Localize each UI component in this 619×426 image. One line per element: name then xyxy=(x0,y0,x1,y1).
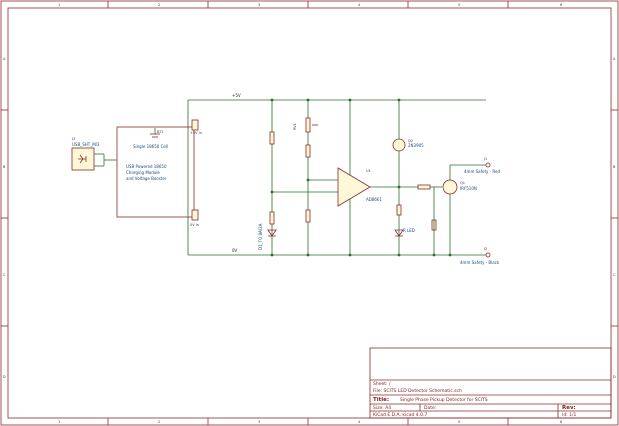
battery-bt1 xyxy=(150,128,160,138)
module-line-3: and Voltage Booster xyxy=(126,176,167,181)
col-label-6-bottom: 6 xyxy=(560,420,562,424)
j3-reference: J3 xyxy=(71,137,75,141)
q1-reference: Q1 xyxy=(460,181,465,185)
title-block-id: Id: 1/1 xyxy=(562,412,577,418)
title-block-rev: Rev: xyxy=(562,405,576,411)
title-block-kicad: KiCad E.D.A. kicad 4.0.7 xyxy=(373,412,427,418)
u1-value: AD8661 xyxy=(366,197,382,202)
module-pin-0v-label: 0V In xyxy=(190,223,199,227)
led-diode xyxy=(394,229,404,237)
frame-row-ticks xyxy=(1,109,618,327)
j1-value: 4mm Safety - Red xyxy=(464,169,500,174)
connector-j2 xyxy=(485,252,491,258)
module-pin-5v-label: +5V In xyxy=(190,131,202,135)
net-label-0v: 0V xyxy=(232,248,238,253)
row-label-a-left: A xyxy=(3,57,6,61)
col-label-3-top: 3 xyxy=(258,3,260,7)
connector-j1 xyxy=(485,162,491,168)
col-label-1-bottom: 1 xyxy=(58,420,60,424)
j3-value: USB_SHT_M/2 xyxy=(72,142,100,147)
col-label-1-top: 1 xyxy=(58,3,60,7)
diode-d1 xyxy=(267,229,277,237)
title-block-sheet: Sheet: / xyxy=(373,381,391,387)
row-label-d-right: D xyxy=(613,375,616,379)
module-line-2: Charging Module xyxy=(126,170,160,175)
title-block xyxy=(369,347,612,419)
title-block-size: Size: A4 xyxy=(373,405,391,411)
bt1-value: Single 18650 Cell xyxy=(133,144,168,149)
title-block-file: File: SCITS LED Detector Schematic.sch xyxy=(373,388,462,394)
resistor-r3 xyxy=(305,209,311,223)
opamp-u1 xyxy=(337,100,420,255)
resistor-r-left-lower xyxy=(269,211,275,225)
resistor-led xyxy=(396,204,402,216)
j1-reference: J1 xyxy=(483,157,487,161)
transistor-q2 xyxy=(392,100,406,255)
inner-frame xyxy=(7,7,612,419)
d1-value: D1_TO 8A/2A xyxy=(258,223,263,250)
col-label-2-top: 2 xyxy=(158,3,160,7)
row-label-c-right: C xyxy=(613,273,616,277)
resistor-gate xyxy=(417,184,431,190)
wire-junctions xyxy=(270,98,452,257)
led-value: R LED xyxy=(403,228,415,233)
rv1-reference: RV1 xyxy=(293,123,297,130)
frame-column-ticks xyxy=(107,1,509,425)
j2-reference: J2 xyxy=(483,247,487,251)
row-label-a-right: A xyxy=(613,57,616,61)
col-label-4-top: 4 xyxy=(358,3,361,7)
module-pin-0v xyxy=(191,209,199,221)
usb-connector-j3 xyxy=(71,147,105,171)
mosfet-q1 xyxy=(442,165,458,255)
bt1-reference: BT1 xyxy=(157,130,164,134)
col-label-5-top: 5 xyxy=(458,3,460,7)
charging-module-box xyxy=(116,126,195,218)
row-label-d-left: D xyxy=(3,375,6,379)
row-label-c-left: C xyxy=(3,273,6,277)
title-block-title-label: Title: xyxy=(373,397,389,403)
col-label-4-bottom: 4 xyxy=(358,420,361,424)
row-label-b-right: B xyxy=(613,165,616,169)
q2-value: 2N3905 xyxy=(408,143,424,148)
net-label-5v: +5V xyxy=(232,93,241,98)
module-pin-5v xyxy=(191,119,199,131)
j2-value: 4mm Safety - Black xyxy=(460,260,500,265)
resistor-r2 xyxy=(305,144,311,158)
potentiometer-rv1 xyxy=(305,117,311,133)
col-label-5-bottom: 5 xyxy=(458,420,460,424)
module-line-1: USB Powered 18650 xyxy=(126,164,167,169)
title-block-title-value: Single Phase Pickup Detector for SCITS xyxy=(400,397,488,403)
q1-value: IRF510N xyxy=(460,186,477,191)
col-label-3-bottom: 3 xyxy=(258,420,260,424)
row-label-b-left: B xyxy=(3,165,6,169)
title-block-date: Date: xyxy=(424,405,436,411)
col-label-6-top: 6 xyxy=(560,3,562,7)
resistor-r-left xyxy=(269,131,275,145)
col-label-2-bottom: 2 xyxy=(158,420,160,424)
u1-reference: U1 xyxy=(366,169,371,173)
q2-reference: Q2 xyxy=(408,139,413,143)
